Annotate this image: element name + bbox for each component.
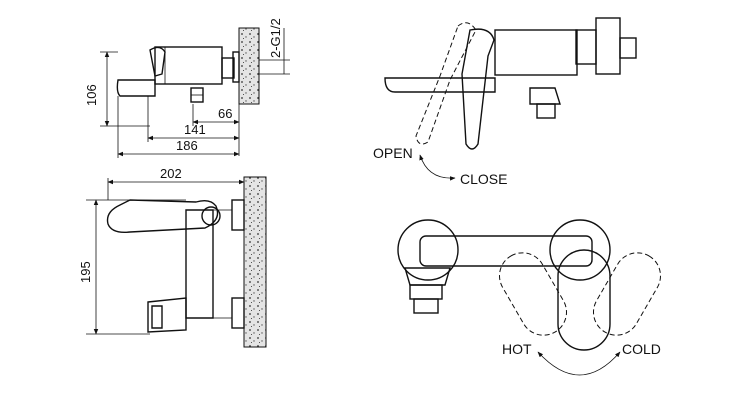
faucet-body xyxy=(154,46,223,85)
lever-center xyxy=(557,249,611,351)
handle-view: OPEN CLOSE xyxy=(373,17,637,187)
fitting-nut xyxy=(221,57,235,79)
top-view: 202 195 xyxy=(78,166,267,348)
hot-label: HOT xyxy=(502,341,532,357)
spout-outlet xyxy=(404,267,451,286)
dimension-202: 202 xyxy=(160,166,182,181)
body-side xyxy=(494,29,578,76)
wall-section xyxy=(238,27,260,105)
lever-handle xyxy=(149,46,166,77)
dimension-141: 141 xyxy=(184,122,206,137)
dimension-186: 186 xyxy=(176,138,198,153)
right-flange xyxy=(549,219,611,281)
lever-cold xyxy=(593,252,661,336)
side-view: 2-G1/2 106 66 141 186 xyxy=(84,18,290,158)
dimension-195: 195 xyxy=(78,261,93,283)
cold-label: COLD xyxy=(622,341,661,357)
spout xyxy=(116,79,156,97)
spout-side xyxy=(384,77,496,93)
lower-fitting xyxy=(231,297,245,329)
stub-pipe xyxy=(619,37,637,59)
lever-closed xyxy=(461,28,495,150)
front-view: HOT COLD xyxy=(397,219,661,376)
dimension-66: 66 xyxy=(218,106,232,121)
close-label: CLOSE xyxy=(460,171,507,187)
aerator-side xyxy=(536,103,556,119)
aerator-front xyxy=(413,298,439,314)
wall-section xyxy=(243,176,267,348)
left-flange xyxy=(397,219,459,281)
upper-fitting xyxy=(231,199,245,231)
nut xyxy=(575,29,597,65)
open-label: OPEN xyxy=(373,145,413,161)
body-front xyxy=(419,235,593,267)
height-dimension: 106 xyxy=(84,84,99,106)
lever-handle-top xyxy=(106,199,219,234)
wall-plate xyxy=(595,17,621,75)
thread-dimension: 2-G1/2 xyxy=(268,18,283,58)
spout-top xyxy=(147,297,187,333)
lever-open xyxy=(415,22,477,145)
lever-hot xyxy=(499,252,567,336)
